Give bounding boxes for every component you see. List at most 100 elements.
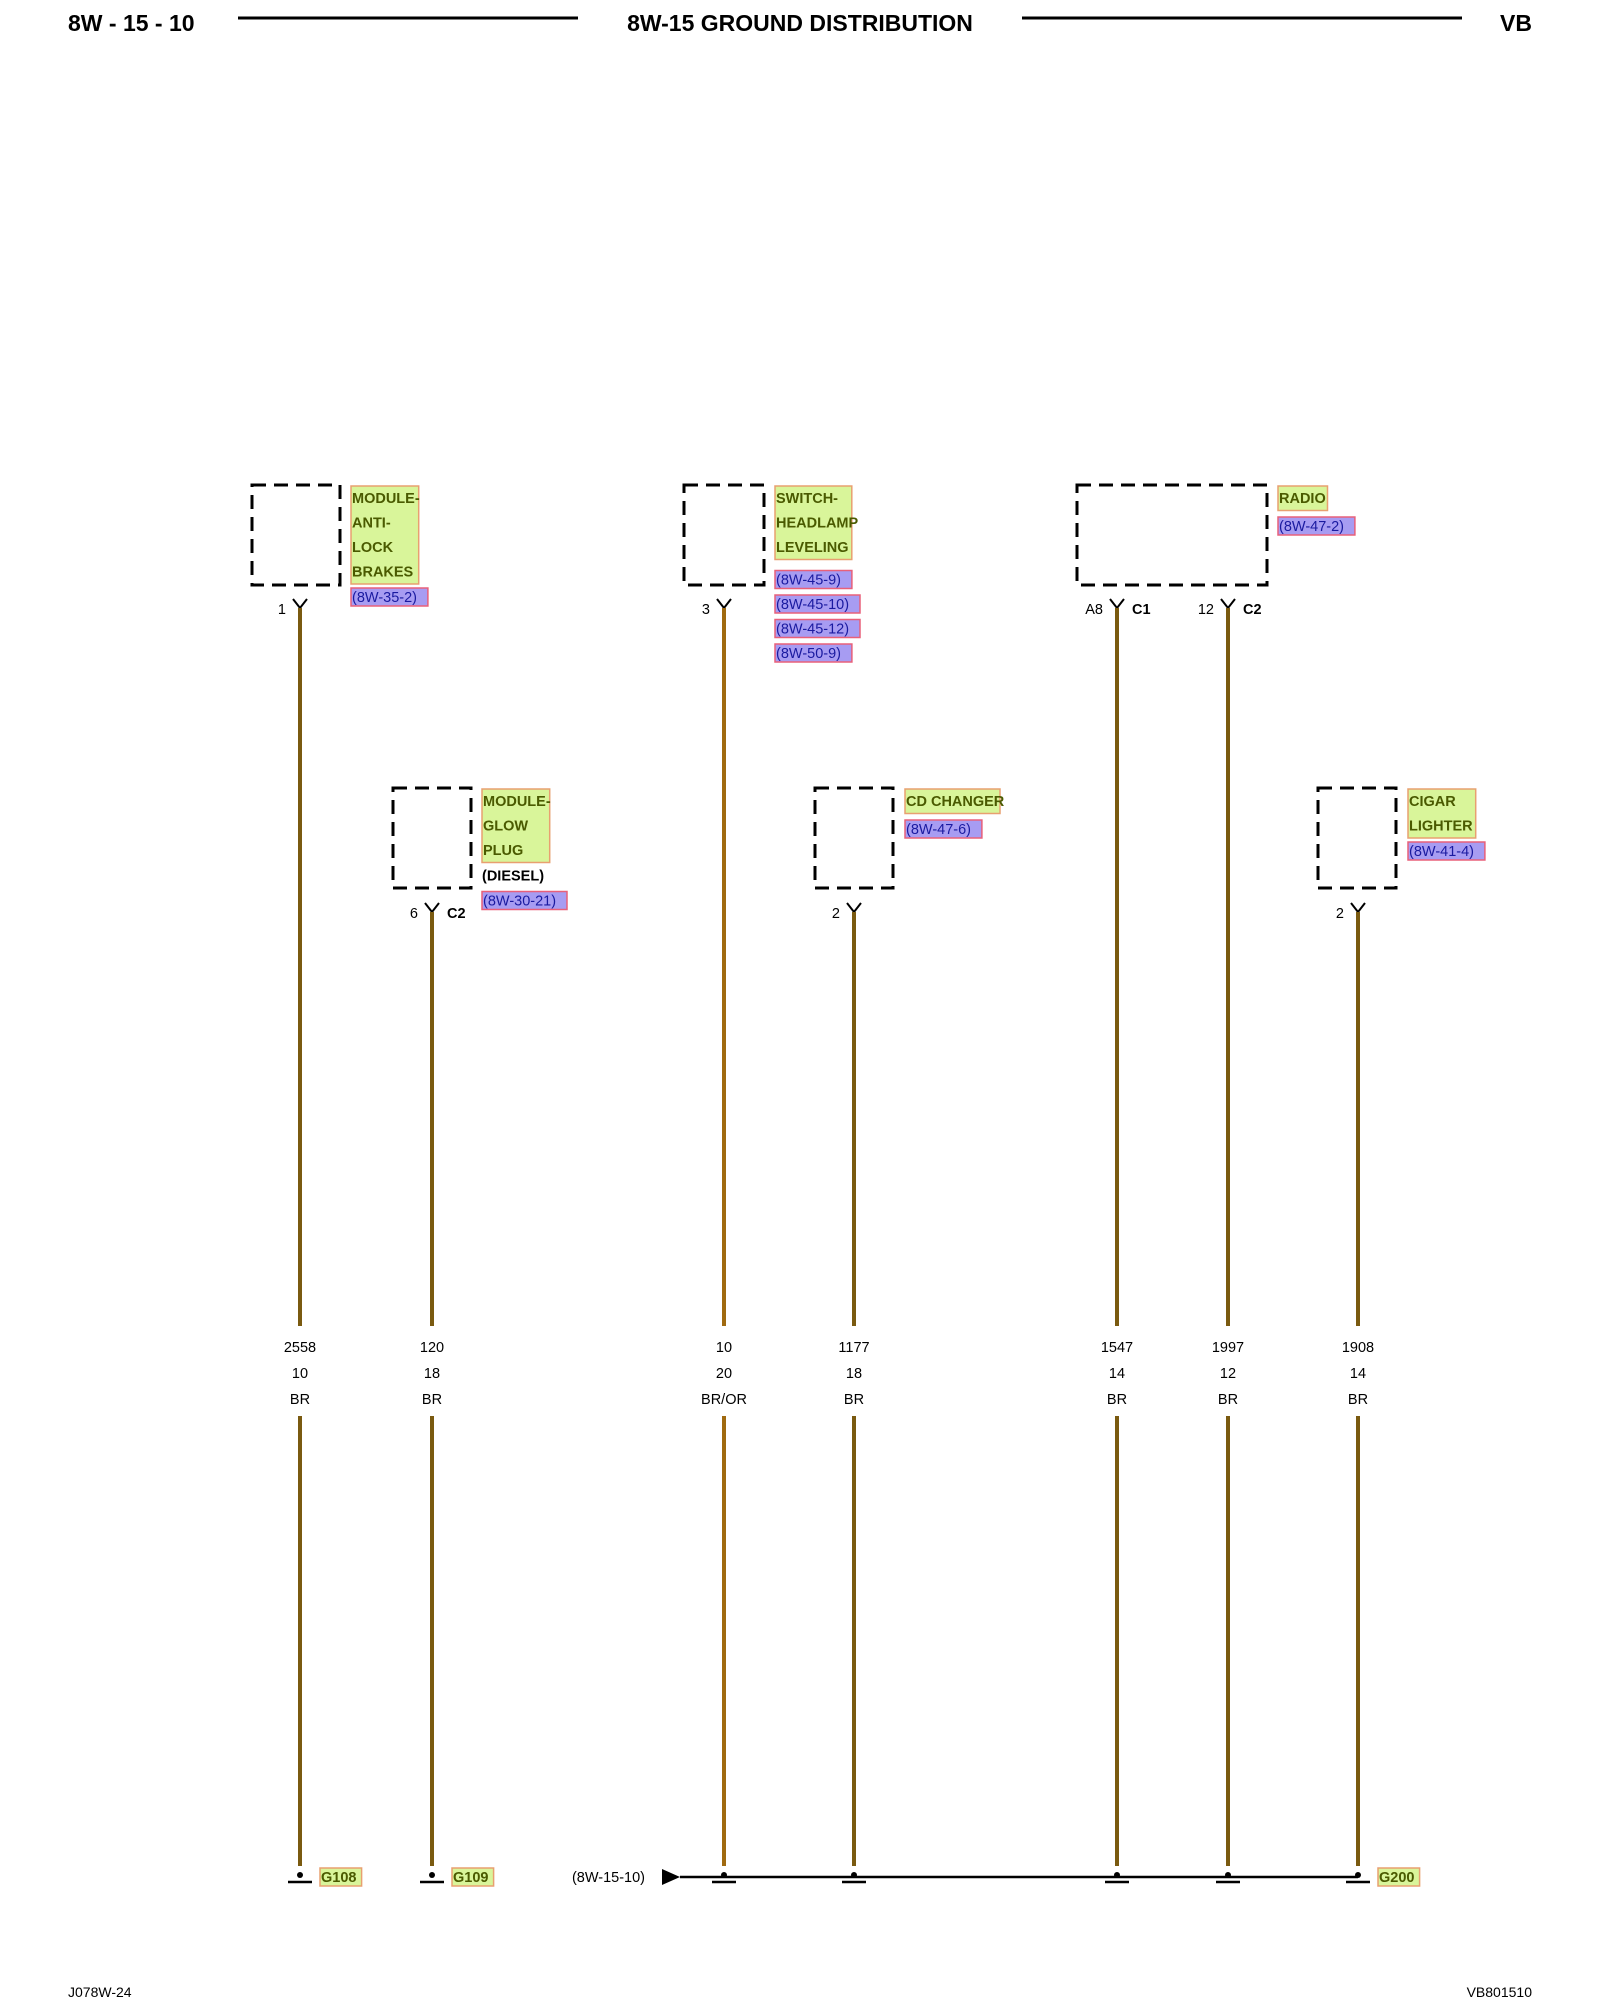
ground-point-dot — [1114, 1872, 1120, 1878]
component-radio-box — [1075, 483, 1269, 587]
ground-tag-g200: G200 — [1379, 1870, 1414, 1886]
pin-number: 12 — [1198, 602, 1214, 618]
component-hlsw-label-bg — [774, 485, 853, 561]
wire-gauge: 10 — [292, 1366, 308, 1382]
pin-number: 6 — [410, 906, 418, 922]
connector-pin — [1109, 598, 1125, 610]
ground-point-dot — [429, 1872, 435, 1878]
ground-point-dot — [721, 1872, 727, 1878]
pin-number: 2 — [1336, 906, 1344, 922]
splice-reference: (8W-15-10) — [572, 1870, 645, 1886]
wire-color-code: BR — [422, 1392, 442, 1408]
wire-gauge: 18 — [424, 1366, 440, 1382]
component-hlsw-box — [682, 483, 766, 587]
wire-color-code: BR — [844, 1392, 864, 1408]
connector-pin — [846, 902, 862, 914]
ref-tag-bg — [481, 890, 568, 911]
component-abs-label-line: MODULE- — [352, 491, 420, 507]
pin-number: 1 — [278, 602, 286, 618]
wire-gauge: 18 — [846, 1366, 862, 1382]
connector-pin — [424, 902, 440, 914]
ground-point-dot — [851, 1872, 857, 1878]
wire-color-code: BR — [1107, 1392, 1127, 1408]
wire-gauge: 14 — [1109, 1366, 1125, 1382]
vehicle-code: VB — [1500, 10, 1532, 36]
wire-color-code: BR — [290, 1392, 310, 1408]
component-abs-label-line: ANTI- — [352, 516, 391, 532]
wire-color-code: BR — [1218, 1392, 1238, 1408]
ref-tag: (8W-30-21) — [483, 894, 556, 910]
wire-circuit-number: 10 — [716, 1340, 732, 1356]
page-title: 8W-15 GROUND DISTRIBUTION — [627, 10, 973, 36]
component-glow-label-bg — [481, 788, 551, 864]
component-cd-label-bg — [904, 788, 1001, 815]
wire-circuit-number: 1177 — [838, 1340, 869, 1356]
connector-pin — [292, 598, 308, 610]
ref-tag: (8W-45-9) — [776, 573, 841, 589]
ref-tag-bg — [774, 569, 853, 590]
ref-tag: (8W-47-2) — [1279, 519, 1344, 535]
wire-circuit-number: 120 — [420, 1340, 444, 1356]
ref-tag-bg — [350, 587, 429, 607]
component-glow-box — [391, 786, 473, 890]
ref-tag: (8W-47-6) — [906, 822, 971, 838]
pin-number: 3 — [702, 602, 710, 618]
splice-arrow — [662, 1869, 680, 1885]
wire-gauge: 12 — [1220, 1366, 1236, 1382]
wire-gauge: 20 — [716, 1366, 732, 1382]
component-cig-label-line: CIGAR — [1409, 794, 1456, 810]
component-glow-variant: (DIESEL) — [482, 869, 544, 885]
footer-page-id: VB801510 — [1466, 1984, 1532, 2000]
ref-tag-bg — [904, 819, 983, 839]
ref-tag: (8W-45-10) — [776, 597, 849, 613]
ground-tag-g108: G108 — [321, 1870, 356, 1886]
wire-gauge: 14 — [1350, 1366, 1366, 1382]
component-cd-box — [813, 786, 895, 890]
ref-tag-bg — [774, 618, 861, 639]
ground-point-dot — [297, 1872, 303, 1878]
ref-tag-bg — [774, 594, 861, 614]
connector-pin — [716, 598, 732, 610]
component-cig-label-line: LIGHTER — [1409, 819, 1473, 835]
ground-tag-g109: G109 — [453, 1870, 488, 1886]
ground-tag-g200-bg — [1377, 1867, 1421, 1887]
pin-number: 2 — [832, 906, 840, 922]
connector-pin — [1350, 902, 1366, 914]
component-glow-label-line: PLUG — [483, 843, 523, 859]
component-cig-label-bg — [1407, 788, 1477, 839]
component-glow-label-line: MODULE- — [483, 794, 551, 810]
component-radio-label-line: RADIO — [1279, 491, 1326, 507]
ground-point-dot — [1225, 1872, 1231, 1878]
component-hlsw-label-line: LEVELING — [776, 540, 849, 556]
component-radio-label-bg — [1277, 485, 1329, 512]
connector-pin — [1220, 598, 1236, 610]
ground-tag-g109-bg — [451, 1867, 495, 1887]
wire-circuit-number: 1997 — [1212, 1340, 1244, 1356]
wire-color-code: BR — [1348, 1392, 1368, 1408]
pin-number: A8 — [1085, 602, 1103, 618]
component-abs-label-line: BRAKES — [352, 565, 414, 581]
wire-color-code: BR/OR — [701, 1392, 747, 1408]
ref-tag-bg — [1277, 516, 1356, 536]
wire-circuit-number: 2558 — [284, 1340, 316, 1356]
wire-circuit-number: 1547 — [1101, 1340, 1133, 1356]
connector-id: C2 — [1243, 602, 1262, 618]
component-hlsw-label-line: SWITCH- — [776, 491, 838, 507]
component-glow-label-line: GLOW — [483, 819, 528, 835]
footer-figure-id: J078W-24 — [68, 1984, 132, 2000]
ref-tag: (8W-35-2) — [352, 590, 417, 606]
wire-circuit-number: 1908 — [1342, 1340, 1374, 1356]
ref-tag-bg — [774, 643, 853, 663]
ref-tag: (8W-41-4) — [1409, 844, 1474, 860]
component-abs-label-line: LOCK — [352, 540, 394, 556]
component-abs-box — [250, 483, 342, 587]
ref-tag: (8W-45-12) — [776, 622, 849, 638]
ground-point-dot — [1355, 1872, 1361, 1878]
connector-id: C1 — [1132, 602, 1151, 618]
ref-tag-bg — [1407, 841, 1486, 861]
connector-id: C2 — [447, 906, 466, 922]
component-cd-label-line: CD CHANGER — [906, 794, 1005, 810]
component-hlsw-label-line: HEADLAMP — [776, 516, 858, 532]
page-number: 8W - 15 - 10 — [68, 10, 195, 36]
